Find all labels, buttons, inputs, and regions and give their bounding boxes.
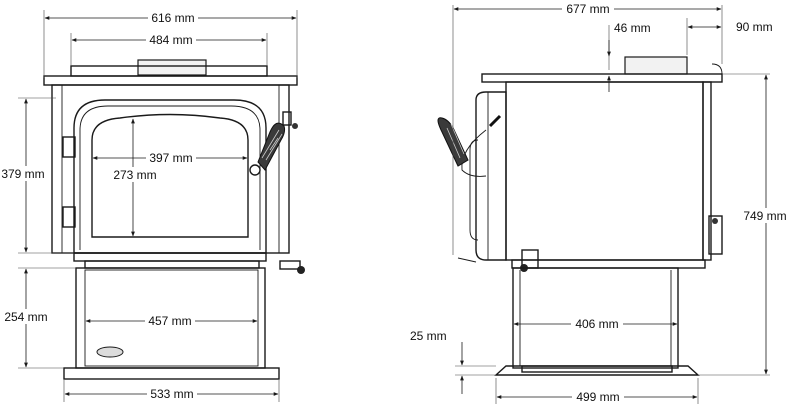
side-stove-body xyxy=(505,81,704,261)
dim-base-plate-height: 25 mm xyxy=(410,329,447,343)
front-ash-knob-icon xyxy=(297,266,305,274)
dim-pedestal-width: 457 mm xyxy=(148,314,191,328)
side-pedestal xyxy=(512,267,679,369)
front-view: 616 mm 484 mm 397 mm 273 mm 379 mm 254 m… xyxy=(0,10,305,402)
dim-overall-height: 749 mm xyxy=(743,209,786,223)
front-logo-badge xyxy=(96,346,124,358)
front-flue-collar xyxy=(137,59,207,76)
dim-front-overall-width: 616 mm xyxy=(151,11,194,25)
front-door-glass xyxy=(91,113,249,238)
side-view: 677 mm 46 mm 90 mm 749 mm 406 mm 25 mm 4… xyxy=(410,1,789,404)
side-door-handle-icon xyxy=(437,114,502,177)
dim-front-top-width: 484 mm xyxy=(149,33,192,47)
dim-pedestal-height: 254 mm xyxy=(4,310,47,324)
dim-base-width: 533 mm xyxy=(150,387,193,401)
front-air-control xyxy=(282,111,292,126)
front-stove-body xyxy=(51,84,290,254)
dim-side-pedestal-depth: 406 mm xyxy=(575,317,618,331)
dim-side-overall-depth: 677 mm xyxy=(566,2,609,16)
front-top-ledge xyxy=(43,75,298,86)
front-upper-hinge xyxy=(62,136,76,158)
front-door xyxy=(73,99,267,254)
front-door-handle-icon xyxy=(249,122,286,176)
dim-side-base-depth: 499 mm xyxy=(576,390,619,404)
front-base-plate xyxy=(63,367,280,380)
dim-flue-offset: 46 mm xyxy=(614,21,651,35)
dim-glass-height: 273 mm xyxy=(113,168,156,182)
side-door-profile xyxy=(475,91,507,261)
side-flue-collar xyxy=(624,56,688,75)
dim-flue-rear-offset: 90 mm xyxy=(736,20,773,34)
dim-firebox-height: 379 mm xyxy=(1,167,44,181)
front-lower-hinge xyxy=(62,206,76,228)
side-rear-air-control xyxy=(708,215,723,255)
dim-glass-width: 397 mm xyxy=(149,151,192,165)
side-base-plate xyxy=(494,365,700,376)
